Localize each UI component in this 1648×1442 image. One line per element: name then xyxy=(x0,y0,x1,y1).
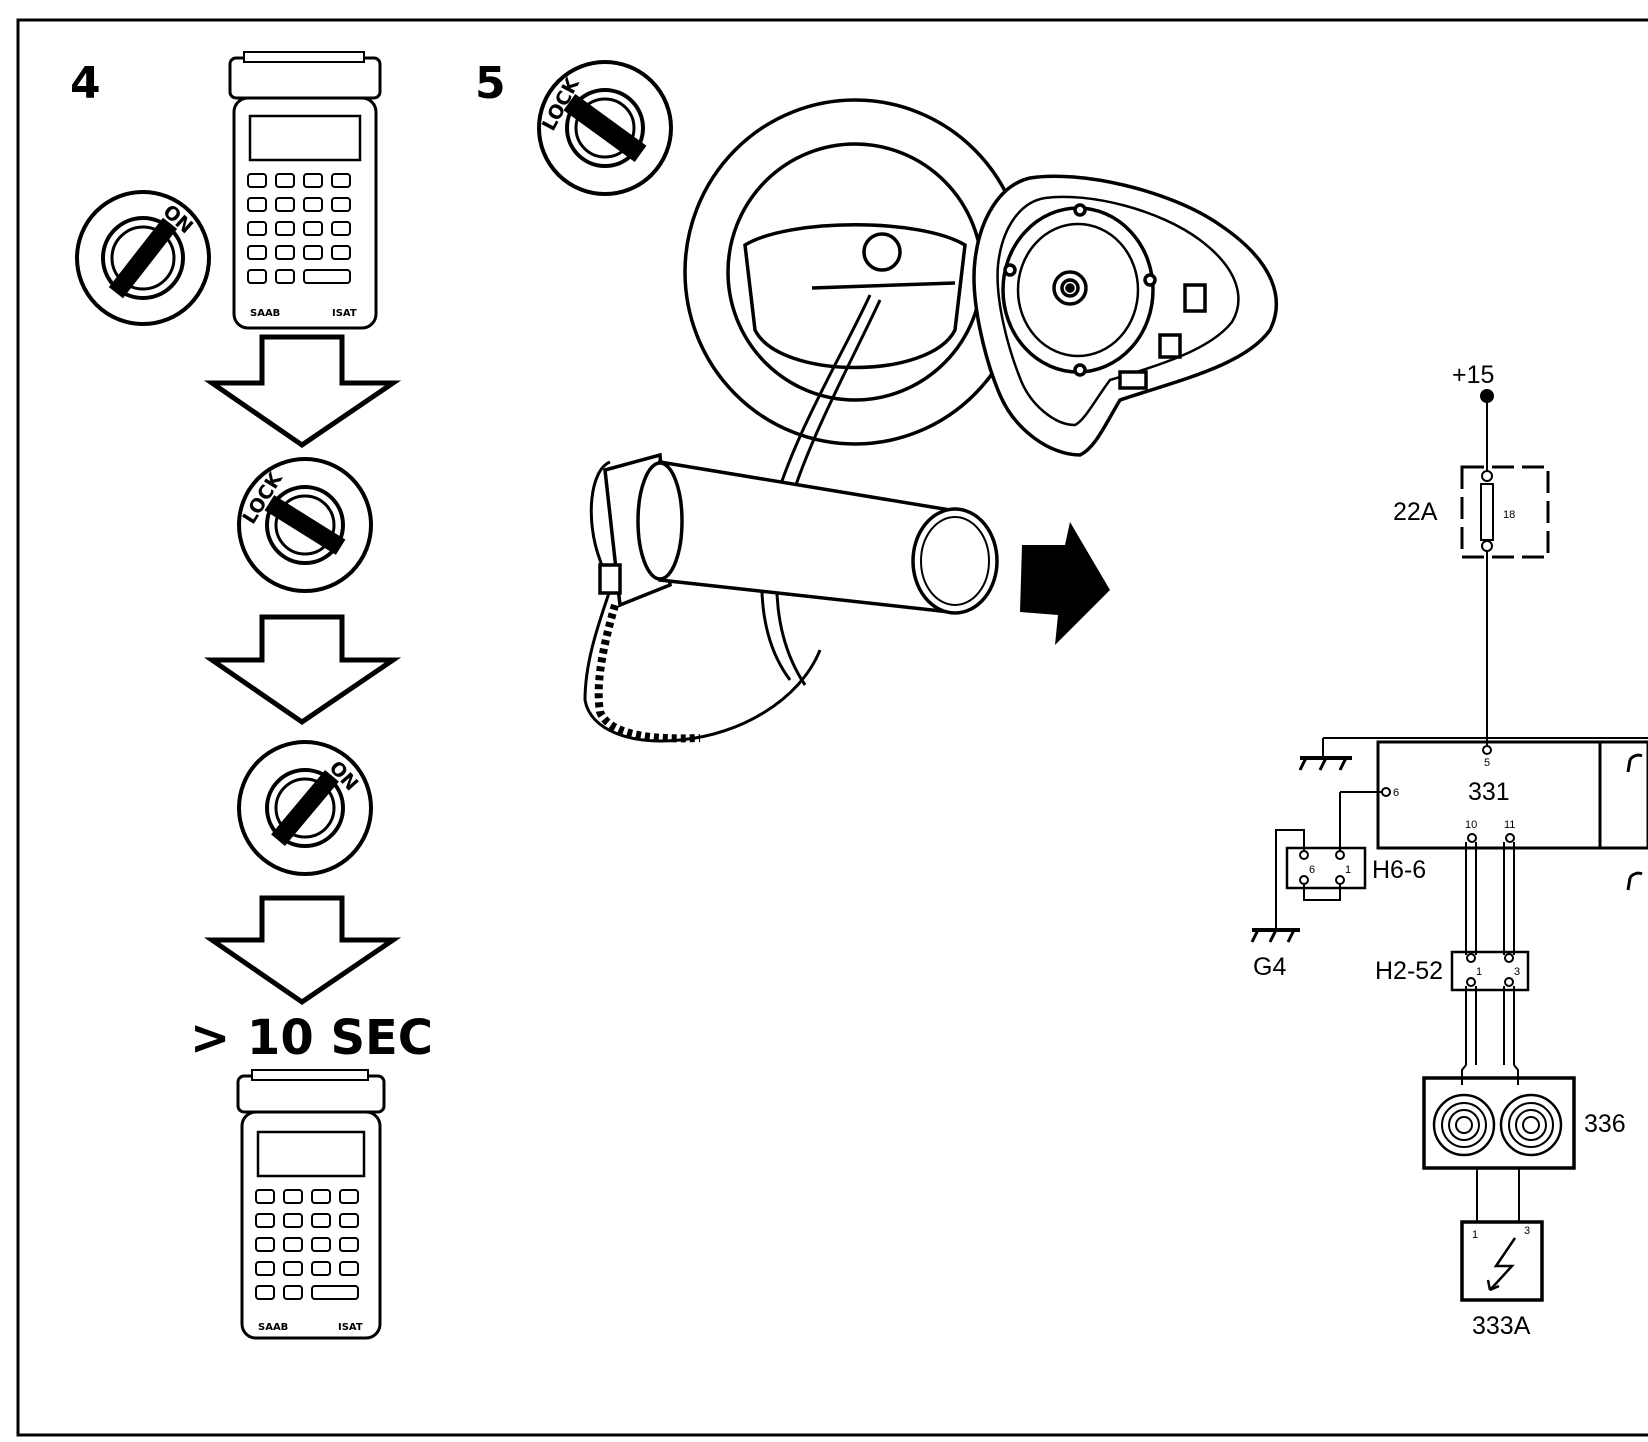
ignition-switch-lock-icon: LOCK xyxy=(237,457,373,593)
module-pin-a: 10 xyxy=(1465,819,1477,831)
wiring-diagram: +15 18 22A 5 331 6 10 11 xyxy=(1250,361,1648,1340)
contact-reel-336-box xyxy=(1422,1076,1576,1170)
connector2-label: H2-52 xyxy=(1375,957,1443,985)
scanner-brand-right: ISAT xyxy=(332,308,357,319)
page-frame xyxy=(16,18,1648,1437)
fuse-label: 22A xyxy=(1393,498,1438,526)
connector2-pin-a: 1 xyxy=(1476,966,1482,978)
coil-icon xyxy=(1432,1093,1496,1157)
airbag-module-icon xyxy=(972,174,1278,457)
airbag-label: 333A xyxy=(1472,1312,1531,1340)
diagnostic-scanner-icon: SAAB ISAT xyxy=(236,1069,386,1340)
contact-reel-label: 336 xyxy=(1584,1110,1626,1138)
removal-tool-cylinder-icon xyxy=(636,459,999,615)
airbag-333a-box xyxy=(1460,1220,1544,1302)
module-label: 331 xyxy=(1468,778,1510,806)
connector1-pin-a: 6 xyxy=(1309,864,1315,876)
connector2-pin-b: 3 xyxy=(1514,966,1520,978)
coil-icon xyxy=(1499,1093,1563,1157)
ignition-switch-on-icon: ON xyxy=(75,190,211,326)
step-5-number: 5 xyxy=(475,58,506,109)
scanner-brand-left: SAAB xyxy=(250,308,280,319)
scanner-brand-right: ISAT xyxy=(338,1322,363,1333)
supply-label: +15 xyxy=(1452,361,1494,389)
connector1-label: H6-6 xyxy=(1372,856,1426,884)
step-4-number: 4 xyxy=(70,58,101,109)
airbag-pin-b: 3 xyxy=(1524,1225,1530,1237)
diagnostic-scanner-icon: SAAB ISAT xyxy=(228,51,382,330)
down-arrow-icon xyxy=(203,334,402,449)
ignition-switch-on-icon: ON xyxy=(237,740,373,876)
ignition-switch-lock-icon: LOCK xyxy=(537,60,673,196)
down-arrow-icon xyxy=(203,614,402,726)
module-pin-top: 5 xyxy=(1484,757,1490,769)
direction-arrow-icon xyxy=(1020,522,1110,645)
down-arrow-icon xyxy=(203,895,402,1006)
connector-h2-52 xyxy=(1450,950,1530,992)
igniter-icon xyxy=(1489,1237,1517,1291)
connector1-pin-b: 1 xyxy=(1345,864,1351,876)
connector-h6-6 xyxy=(1285,846,1367,890)
fuse-pin: 18 xyxy=(1503,509,1515,521)
fuse-box xyxy=(1460,465,1550,559)
scanner-brand-left: SAAB xyxy=(258,1322,288,1333)
airbag-pin-a: 1 xyxy=(1472,1229,1478,1241)
wait-duration-label: > 10 SEC xyxy=(190,1010,433,1066)
ground-label: G4 xyxy=(1253,953,1286,981)
module-pin-left: 6 xyxy=(1393,787,1399,799)
module-pin-b: 11 xyxy=(1504,819,1515,831)
